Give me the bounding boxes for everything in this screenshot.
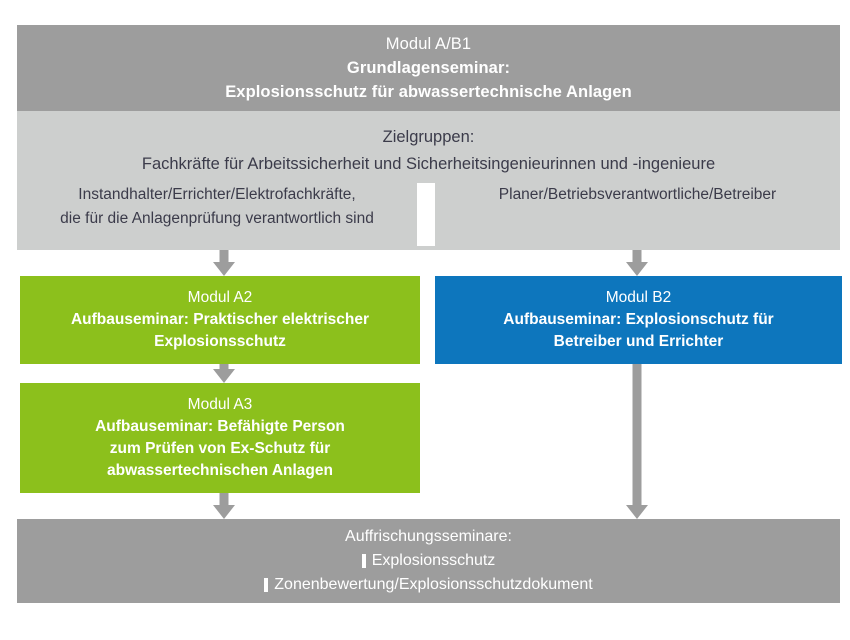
zielgruppe-left: Instandhalter/Errichter/Elektrofachkräft… — [17, 183, 417, 246]
node-modul-a3: Modul A3 Aufbauseminar: Befähigte Person… — [20, 383, 420, 493]
arrow-head-icon — [213, 369, 235, 383]
arrow-groups-to-modul-a2 — [209, 250, 239, 276]
auffrischung-item1: Explosionsschutz — [371, 552, 496, 569]
arrow-head-icon — [213, 505, 235, 519]
arrow-head-icon — [213, 262, 235, 276]
node-modul-ab1: Modul A/B1 Grundlagenseminar: Explosions… — [17, 25, 840, 111]
arrow-shaft — [219, 493, 229, 505]
arrow-modul-b2-to-auffrischung — [622, 364, 652, 519]
modul-ab1-line1: Modul A/B1 — [385, 35, 472, 53]
column-divider — [417, 183, 435, 246]
node-modul-a2: Modul A2 Aufbauseminar: Praktischer elek… — [20, 276, 420, 364]
modul-b2-line3: Betreiber und Errichter — [553, 333, 724, 350]
modul-a3-line1: Modul A3 — [187, 396, 253, 413]
modul-a3-line4: abwassertechnischen Anlagen — [107, 462, 333, 479]
bullet-bar-icon — [264, 578, 269, 592]
modul-a2-line3: Explosionsschutz — [154, 333, 286, 350]
modul-a2-line1: Modul A2 — [187, 289, 253, 306]
arrow-head-icon — [626, 505, 648, 519]
arrow-modul-a2-to-modul-a3 — [209, 364, 239, 383]
zielgruppe-left-line1: Instandhalter/Errichter/Elektrofachkräft… — [78, 186, 356, 203]
modul-a2-line2: Aufbauseminar: Praktischer elektrischer — [70, 311, 370, 328]
zielgruppen-header: Zielgruppen: Fachkräfte für Arbeitssiche… — [17, 124, 840, 178]
auffrischung-item1-row: Explosionsschutz — [361, 549, 496, 573]
zielgruppen-subheading: Fachkräfte für Arbeitssicherheit und Sic… — [141, 155, 716, 173]
zielgruppe-left-line2: die für die Anlagenprüfung verantwortlic… — [60, 210, 374, 227]
arrow-shaft — [632, 364, 642, 505]
modul-a3-line2: Aufbauseminar: Befähigte Person — [95, 418, 345, 435]
modul-b2-line2: Aufbauseminar: Explosionschutz für — [503, 311, 774, 328]
auffrischung-item2-row: Zonenbewertung/Explosionsschutzdokument — [264, 573, 593, 597]
modul-b2-line1: Modul B2 — [605, 289, 672, 306]
zielgruppen-heading: Zielgruppen: — [382, 128, 475, 146]
bullet-bar-icon — [361, 554, 366, 568]
arrow-shaft — [219, 250, 229, 262]
modul-ab1-line2: Grundlagenseminar: — [346, 59, 511, 77]
zielgruppen-columns: Instandhalter/Errichter/Elektrofachkräft… — [17, 183, 840, 246]
zielgruppe-right: Planer/Betriebsverantwortliche/Betreiber — [435, 183, 840, 246]
arrow-head-icon — [626, 262, 648, 276]
arrow-groups-to-modul-b2 — [622, 250, 652, 276]
arrow-shaft — [632, 250, 642, 262]
node-modul-b2: Modul B2 Aufbauseminar: Explosionschutz … — [435, 276, 842, 364]
node-zielgruppen: Zielgruppen: Fachkräfte für Arbeitssiche… — [17, 111, 840, 250]
zielgruppe-right-line1: Planer/Betriebsverantwortliche/Betreiber — [498, 186, 777, 203]
node-auffrischungsseminare: Auffrischungsseminare: Explosionsschutz … — [17, 519, 840, 603]
modul-a3-line3: zum Prüfen von Ex-Schutz für — [109, 440, 331, 457]
arrow-shaft — [219, 364, 229, 369]
arrow-modul-a3-to-auffrischung — [209, 493, 239, 519]
auffrischung-item2: Zonenbewertung/Explosionsschutzdokument — [274, 576, 593, 593]
modul-ab1-line3: Explosionsschutz für abwassertechnische … — [225, 83, 632, 101]
auffrischung-heading: Auffrischungsseminare: — [345, 528, 512, 545]
